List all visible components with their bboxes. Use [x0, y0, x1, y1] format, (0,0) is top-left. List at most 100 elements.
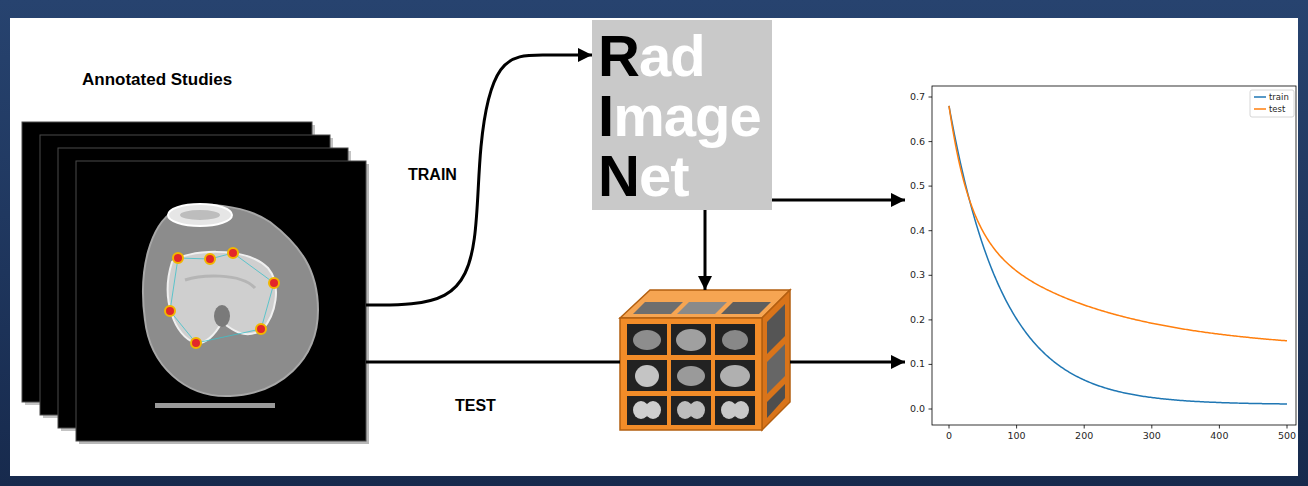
flow-arrow — [704, 210, 707, 290]
axis-tick-label: 0.7 — [905, 91, 925, 103]
loss-curves — [949, 97, 1287, 404]
section-heading: Annotated Studies — [82, 70, 232, 90]
legend-sample — [1254, 96, 1266, 98]
train-curve — [949, 106, 1287, 404]
model-cube-drawing — [627, 396, 667, 425]
model-cube-drawing — [767, 304, 785, 354]
axis-tick-label: 0.4 — [905, 225, 925, 237]
chart-axes — [1250, 90, 1294, 117]
knee-ct-slice — [173, 253, 183, 263]
legend-label: test — [1269, 104, 1285, 115]
model-cube-drawing — [733, 401, 749, 419]
model-cube-drawing — [676, 329, 706, 351]
model-cube-drawing — [715, 360, 755, 391]
chart-axes — [1084, 425, 1085, 429]
knee-ct-slice — [155, 403, 275, 408]
image-stack: Annotated Studies — [22, 122, 366, 441]
axis-tick-label: 0.2 — [905, 314, 925, 326]
knee-ct-slice — [256, 324, 266, 334]
axis-tick-label: 0.1 — [905, 358, 925, 370]
knee-ct-slice — [214, 305, 230, 327]
model-cube-drawing — [620, 290, 790, 318]
model-cube-drawing — [627, 360, 667, 391]
chart-axes — [929, 230, 933, 231]
edge-label: TRAIN — [408, 166, 457, 184]
logo-text: Image — [598, 86, 761, 146]
chart-axes — [929, 141, 933, 142]
image-stack-cards — [76, 161, 366, 441]
flow-arrow — [772, 198, 905, 201]
model-cube-drawing — [671, 396, 711, 425]
knee-ct-slice — [180, 210, 220, 220]
model-cube-drawing — [689, 401, 705, 419]
knee-ct-slice — [191, 338, 201, 348]
model-cube-drawing — [767, 384, 785, 418]
chart-axes — [1287, 425, 1288, 429]
knee-ct-slice — [165, 306, 175, 316]
knee-ct-slice — [228, 248, 238, 258]
knee-ct-slice — [143, 204, 318, 408]
knee-ct-slice — [143, 205, 318, 396]
axis-tick-label: 300 — [1132, 430, 1172, 442]
model-cube-drawing — [715, 324, 755, 355]
chart-axes — [929, 186, 933, 187]
chart-axes — [929, 364, 933, 365]
logo-box: RadImageNet — [592, 20, 772, 210]
model-cube-drawing — [620, 318, 762, 430]
legend-sample — [1254, 108, 1266, 110]
chart-axes — [949, 425, 950, 429]
model-cube-drawing — [671, 324, 711, 355]
chart-axes — [929, 97, 933, 98]
axis-tick-label: 0.5 — [905, 180, 925, 192]
axis-tick-label: 0.0 — [905, 403, 925, 415]
model-cube-drawing — [677, 366, 705, 386]
model-cube-drawing — [633, 330, 661, 350]
knee-ct-slice — [269, 278, 279, 288]
axis-tick-label: 200 — [1064, 430, 1104, 442]
axis-tick-label: 100 — [997, 430, 1037, 442]
model-cube-drawing — [722, 330, 748, 350]
axis-tick-label: 0.3 — [905, 269, 925, 281]
model-cube-drawing — [721, 302, 771, 314]
chart-axes — [929, 319, 933, 320]
model-cube-drawing — [635, 365, 659, 387]
knee-ct-slice — [168, 204, 232, 226]
model-cube — [620, 290, 790, 430]
model-cube-drawing — [715, 396, 755, 425]
knee-ct-slice — [185, 276, 255, 288]
model-cube-drawing — [720, 365, 750, 387]
flow-arrow — [366, 55, 592, 305]
chart-axes — [1151, 425, 1152, 429]
model-cube-drawing — [620, 290, 790, 430]
edge-label: TEST — [455, 397, 496, 415]
chart-axes — [1016, 425, 1017, 429]
chart-axes — [932, 86, 1296, 425]
model-cube-drawing — [645, 401, 661, 419]
model-cube-drawing — [671, 360, 711, 391]
legend-label: train — [1269, 92, 1289, 103]
chart-axes — [1219, 425, 1220, 429]
model-cube-drawing — [767, 344, 785, 394]
axis-tick-label: 500 — [1267, 430, 1307, 442]
logo-text: Net — [598, 146, 688, 206]
chart-axes — [929, 275, 933, 276]
flow-arrow — [790, 360, 905, 363]
loss-chart: 0.70.60.50.40.30.20.10.00100200300400500 — [905, 86, 1296, 444]
model-cube-drawing — [633, 302, 683, 314]
model-cube-drawing — [677, 302, 727, 314]
chart-axes — [929, 409, 933, 410]
axis-tick-label: 0 — [929, 430, 969, 442]
image-stack-cards — [22, 122, 369, 444]
knee-ct-slice — [170, 253, 274, 343]
flow-arrow — [366, 360, 620, 363]
axis-tick-label: 400 — [1199, 430, 1239, 442]
model-cube-drawing — [627, 324, 667, 355]
logo-text: Rad — [598, 26, 705, 86]
axis-tick-label: 0.6 — [905, 136, 925, 148]
test-curve — [949, 106, 1287, 341]
chart-axes — [929, 86, 1297, 429]
knee-ct-slice — [168, 252, 276, 343]
model-cube-drawing — [762, 290, 790, 430]
knee-ct-slice — [205, 254, 215, 264]
